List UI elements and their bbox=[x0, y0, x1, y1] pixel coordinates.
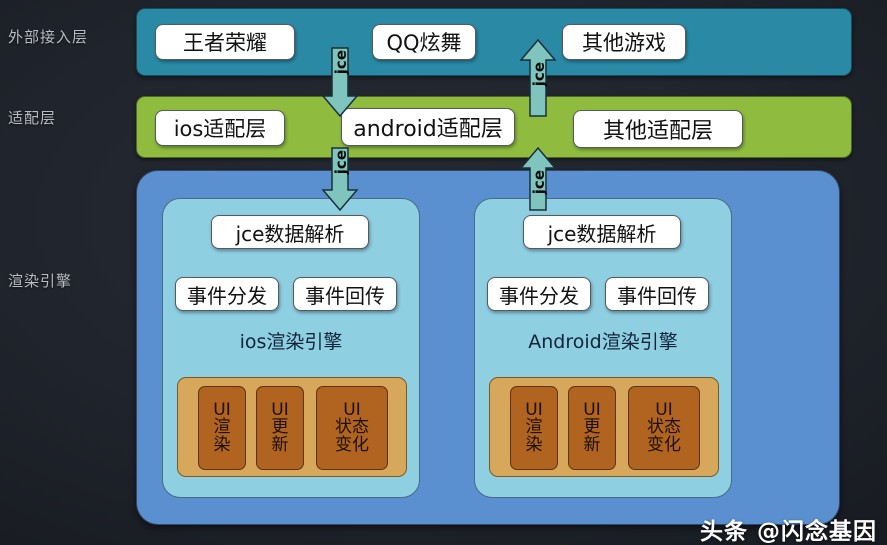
game-box-0[interactable]: 王者荣耀 bbox=[155, 24, 295, 60]
layer-label-2: 渲染引擎 bbox=[8, 272, 73, 290]
ui-cell-line: 渲 bbox=[525, 417, 543, 438]
jce-arrow-label-0: jce bbox=[332, 50, 350, 75]
ui-cell-line: UI bbox=[271, 400, 289, 420]
jce-arrow-engine-down: jce bbox=[321, 147, 359, 212]
ui-cell-line: UI bbox=[583, 400, 601, 420]
layer-label-1: 适配层 bbox=[8, 109, 57, 127]
adapter-box-1[interactable]: android适配层 bbox=[341, 108, 515, 146]
game-box-1[interactable]: QQ炫舞 bbox=[372, 24, 476, 60]
game-box-2[interactable]: 其他游戏 bbox=[562, 24, 686, 60]
ui-cell-line: UI bbox=[213, 400, 231, 420]
ui-cell-line: 更 bbox=[271, 417, 289, 438]
jce-arrow-access-down: jce bbox=[321, 47, 359, 118]
engine-title-0: ios渲染引擎 bbox=[239, 331, 343, 353]
ui-cell-line: 染 bbox=[525, 434, 543, 455]
layer-label-0: 外部接入层 bbox=[8, 28, 89, 46]
ui-cell-line: 新 bbox=[271, 434, 289, 455]
ui-cell-line: UI bbox=[525, 400, 543, 420]
adapter-box-0[interactable]: ios适配层 bbox=[155, 110, 285, 146]
ui-cell-line: UI bbox=[343, 400, 361, 420]
jce-arrow-label-3: jce bbox=[530, 170, 548, 195]
watermark: 头条 @闪念基因 bbox=[700, 519, 878, 545]
adapter-box-2[interactable]: 其他适配层 bbox=[573, 110, 743, 148]
ui-cell-line: 状态 bbox=[647, 417, 681, 438]
ui-cell-line: 状态 bbox=[335, 417, 369, 438]
arrow-glyph bbox=[321, 47, 359, 118]
jce-arrow-engine-up: jce bbox=[519, 146, 557, 211]
jce-arrow-access-up: jce bbox=[519, 38, 557, 117]
ui-cell-line: 更 bbox=[583, 417, 601, 438]
jce-parser-box-0[interactable]: jce数据解析 bbox=[211, 215, 369, 249]
arrow-glyph bbox=[519, 38, 557, 117]
jce-parser-box-1[interactable]: jce数据解析 bbox=[523, 215, 681, 249]
ui-cell-line: 染 bbox=[213, 434, 231, 455]
event-box-0-0[interactable]: 事件分发 bbox=[175, 277, 279, 311]
engine-title-1: Android渲染引擎 bbox=[528, 331, 678, 353]
event-box-0-1[interactable]: 事件回传 bbox=[293, 277, 397, 311]
arrow-glyph bbox=[519, 146, 557, 211]
ui-cell-line: 新 bbox=[583, 434, 601, 455]
event-box-1-0[interactable]: 事件分发 bbox=[487, 277, 591, 311]
ui-cell-line: 变化 bbox=[335, 434, 369, 455]
event-box-1-1[interactable]: 事件回传 bbox=[605, 277, 709, 311]
ui-cell-line: 渲 bbox=[213, 417, 231, 438]
ui-cell-line: 变化 bbox=[647, 434, 681, 455]
jce-arrow-label-2: jce bbox=[332, 150, 350, 175]
ui-cell-line: UI bbox=[655, 400, 673, 420]
jce-arrow-label-1: jce bbox=[530, 62, 548, 87]
arrow-glyph bbox=[321, 147, 359, 212]
